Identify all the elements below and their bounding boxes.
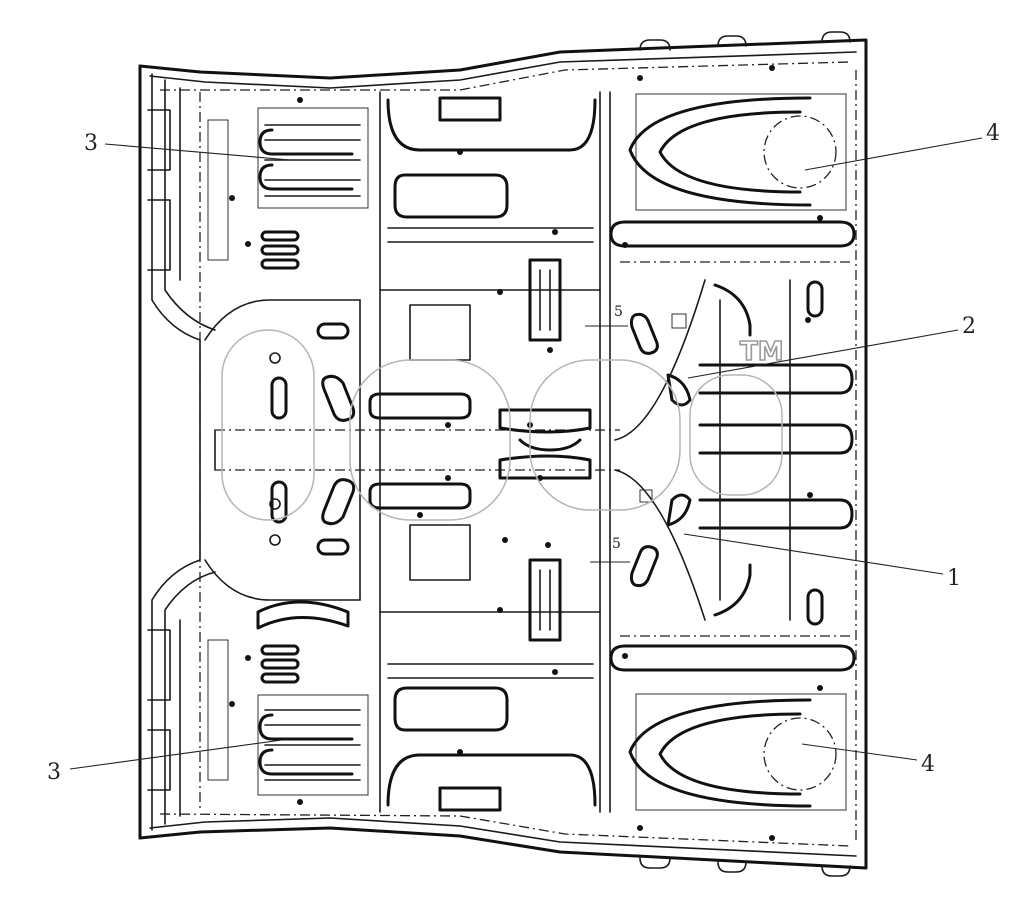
leader-lines xyxy=(69,137,983,770)
callout-part-5-top: 5 xyxy=(614,304,623,320)
center-tunnel xyxy=(368,91,601,813)
callout-part-4-top: 4 xyxy=(986,121,1000,146)
left-front-crossmember xyxy=(138,64,229,840)
mounting-holes xyxy=(229,65,823,841)
front-seat-mount-top xyxy=(257,107,369,270)
floor-pan-outline xyxy=(138,31,868,877)
front-seat-mount-bottom xyxy=(256,600,369,796)
callout-part-2: 2 xyxy=(962,314,976,339)
rear-floor xyxy=(609,91,856,813)
callout-part-3-top: 3 xyxy=(84,131,98,156)
callout-part-3-bottom: 3 xyxy=(47,760,61,785)
callout-part-5-bottom: 5 xyxy=(612,536,621,552)
left-footwell xyxy=(204,299,620,601)
callout-part-1: 1 xyxy=(947,566,961,591)
callout-part-4-bottom: 4 xyxy=(921,752,935,777)
